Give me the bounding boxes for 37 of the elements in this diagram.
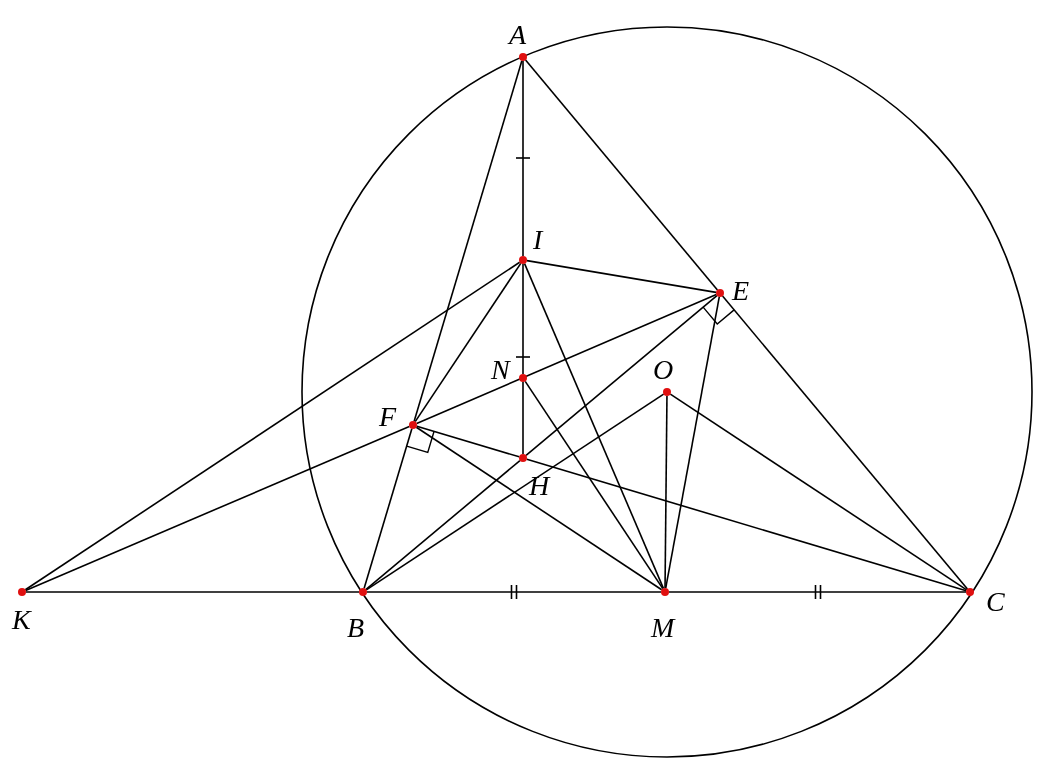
line-segment: [523, 262, 665, 590]
line-segment: [525, 294, 718, 457]
line-segment: [24, 425, 411, 592]
line-segment: [416, 425, 520, 458]
line-segment: [363, 428, 413, 589]
line-segment: [413, 60, 523, 422]
line-segment: [522, 381, 524, 455]
point-label: N: [491, 356, 510, 384]
point-label: M: [651, 614, 675, 642]
point-label: H: [529, 472, 550, 500]
point-label: F: [379, 403, 397, 431]
point-label: C: [986, 588, 1005, 616]
line-segment: [522, 263, 524, 375]
line-segment: [414, 262, 522, 423]
line-segment: [524, 59, 719, 291]
line-segment: [415, 426, 663, 591]
line-segment: [526, 458, 967, 592]
line-segment: [524, 380, 664, 590]
line-segment: [366, 591, 662, 593]
line-segment: [522, 60, 524, 257]
line-segment: [365, 393, 665, 591]
point-label: B: [347, 614, 365, 642]
point-label: E: [732, 277, 750, 305]
line-segment: [24, 261, 521, 591]
point-label: O: [653, 356, 674, 384]
point-label: I: [533, 226, 543, 254]
line-segment: [669, 393, 968, 591]
point-label: K: [12, 606, 31, 634]
line-segment: [365, 459, 521, 591]
line-segment: [664, 296, 721, 589]
line-segment: [668, 591, 967, 593]
line-segment: [25, 591, 360, 593]
line-segment: [415, 293, 718, 425]
line-segment: [526, 259, 717, 294]
point-label: A: [509, 21, 527, 49]
line-segment: [721, 295, 969, 590]
line-segment: [664, 395, 668, 589]
